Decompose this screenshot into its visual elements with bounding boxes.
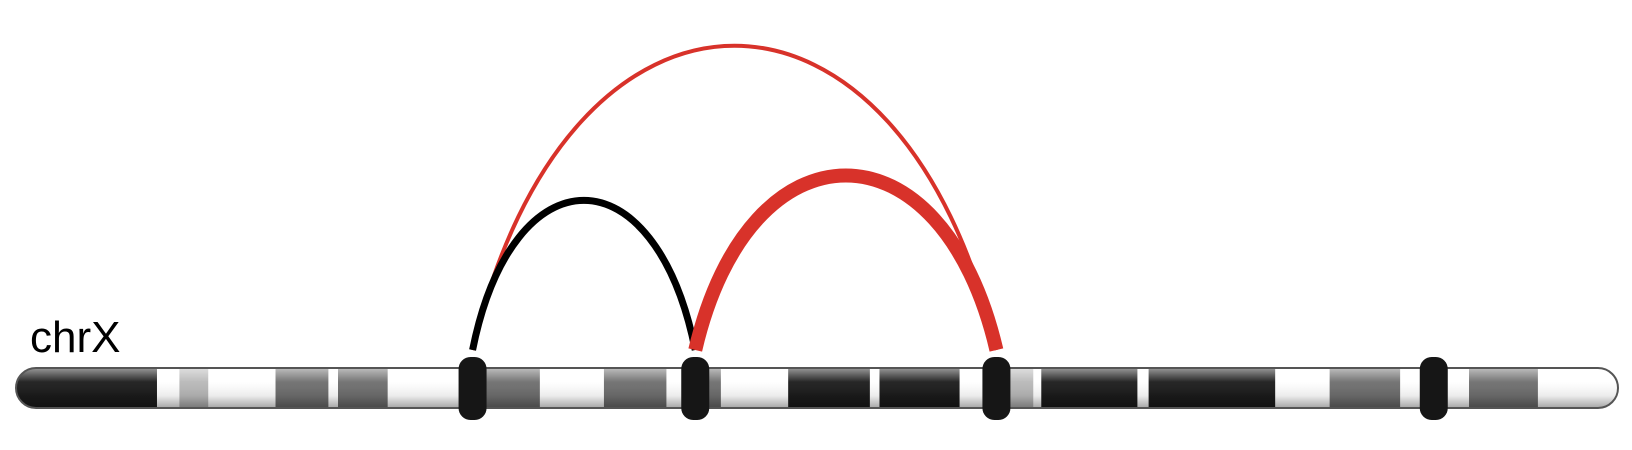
locus-marker — [982, 357, 1011, 420]
interaction-arc — [470, 44, 999, 351]
locus-markers — [458, 357, 1448, 420]
locus-marker — [1419, 357, 1448, 420]
chromosome-ideogram — [15, 367, 1619, 409]
interaction-links — [469, 44, 1004, 352]
chromosome-label: chrX — [30, 313, 120, 362]
locus-marker — [681, 357, 710, 420]
locus-marker — [458, 357, 487, 420]
chromosome-outline — [15, 367, 1619, 409]
chromosome-shine — [16, 368, 1618, 408]
interaction-arc — [688, 168, 1004, 352]
interaction-arc — [469, 196, 699, 351]
